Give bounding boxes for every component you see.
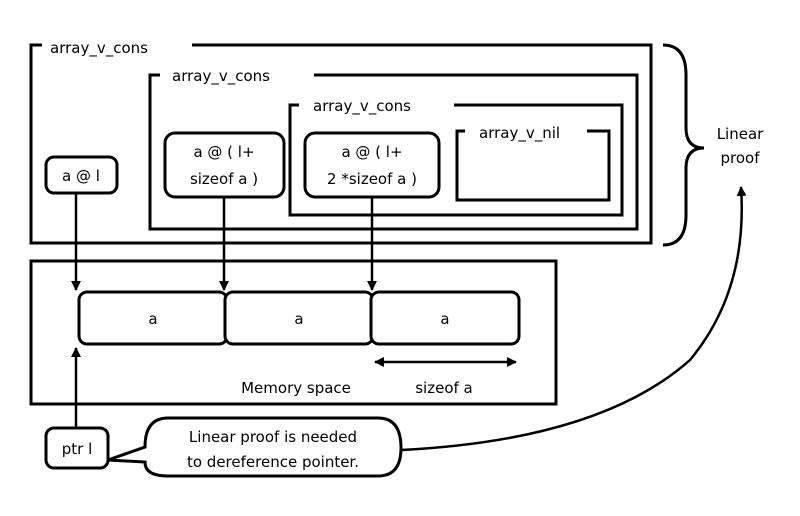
memory-cell-3 <box>369 290 521 346</box>
brace-label-line1: Linear <box>717 125 764 143</box>
outer-cons-frame: array_v_cons <box>29 39 653 245</box>
view-second-line2: sizeof a ) <box>190 170 258 188</box>
nil-label: array_v_nil <box>479 124 560 143</box>
view-box-a-at-l-plus-size: a @ ( l+ sizeof a ) <box>163 131 286 199</box>
callout-to-proof-arrow <box>400 186 747 452</box>
middle-cons-frame: array_v_cons <box>148 67 639 231</box>
callout-bubble: Linear proof is needed to dereference po… <box>107 416 403 478</box>
view-third-line1: a @ ( l+ <box>341 143 402 161</box>
memory-space-label: Memory space <box>241 379 351 397</box>
memory-cell-2-label: a <box>294 310 303 328</box>
pointer-label: ptr l <box>62 440 93 458</box>
brace-label-line2: proof <box>721 149 761 167</box>
view-second-line1: a @ ( l+ <box>193 143 254 161</box>
memory-cell-3-label: a <box>440 310 449 328</box>
inner-cons-frame: array_v_cons <box>288 97 624 217</box>
view-third-line2: 2 *sizeof a ) <box>327 170 417 188</box>
callout-line2: to dereference pointer. <box>187 453 359 471</box>
memory-cell-1-label: a <box>148 310 157 328</box>
memory-space: a a a Memory space sizeof a <box>29 259 558 406</box>
view-box-a-at-l-plus-2size: a @ ( l+ 2 *sizeof a ) <box>303 131 441 199</box>
linear-proof-brace <box>662 43 705 247</box>
middle-cons-label: array_v_cons <box>172 67 270 86</box>
outer-cons-label: array_v_cons <box>50 39 148 58</box>
view-box-a-at-l: a @ l <box>44 155 119 195</box>
view-a-at-l-text: a @ l <box>62 167 100 185</box>
size-label: sizeof a <box>415 379 473 397</box>
inner-cons-label: array_v_cons <box>313 97 411 116</box>
nil-frame: array_v_nil <box>455 124 611 202</box>
callout-line1: Linear proof is needed <box>189 428 357 446</box>
pointer-box: ptr l <box>44 426 110 470</box>
